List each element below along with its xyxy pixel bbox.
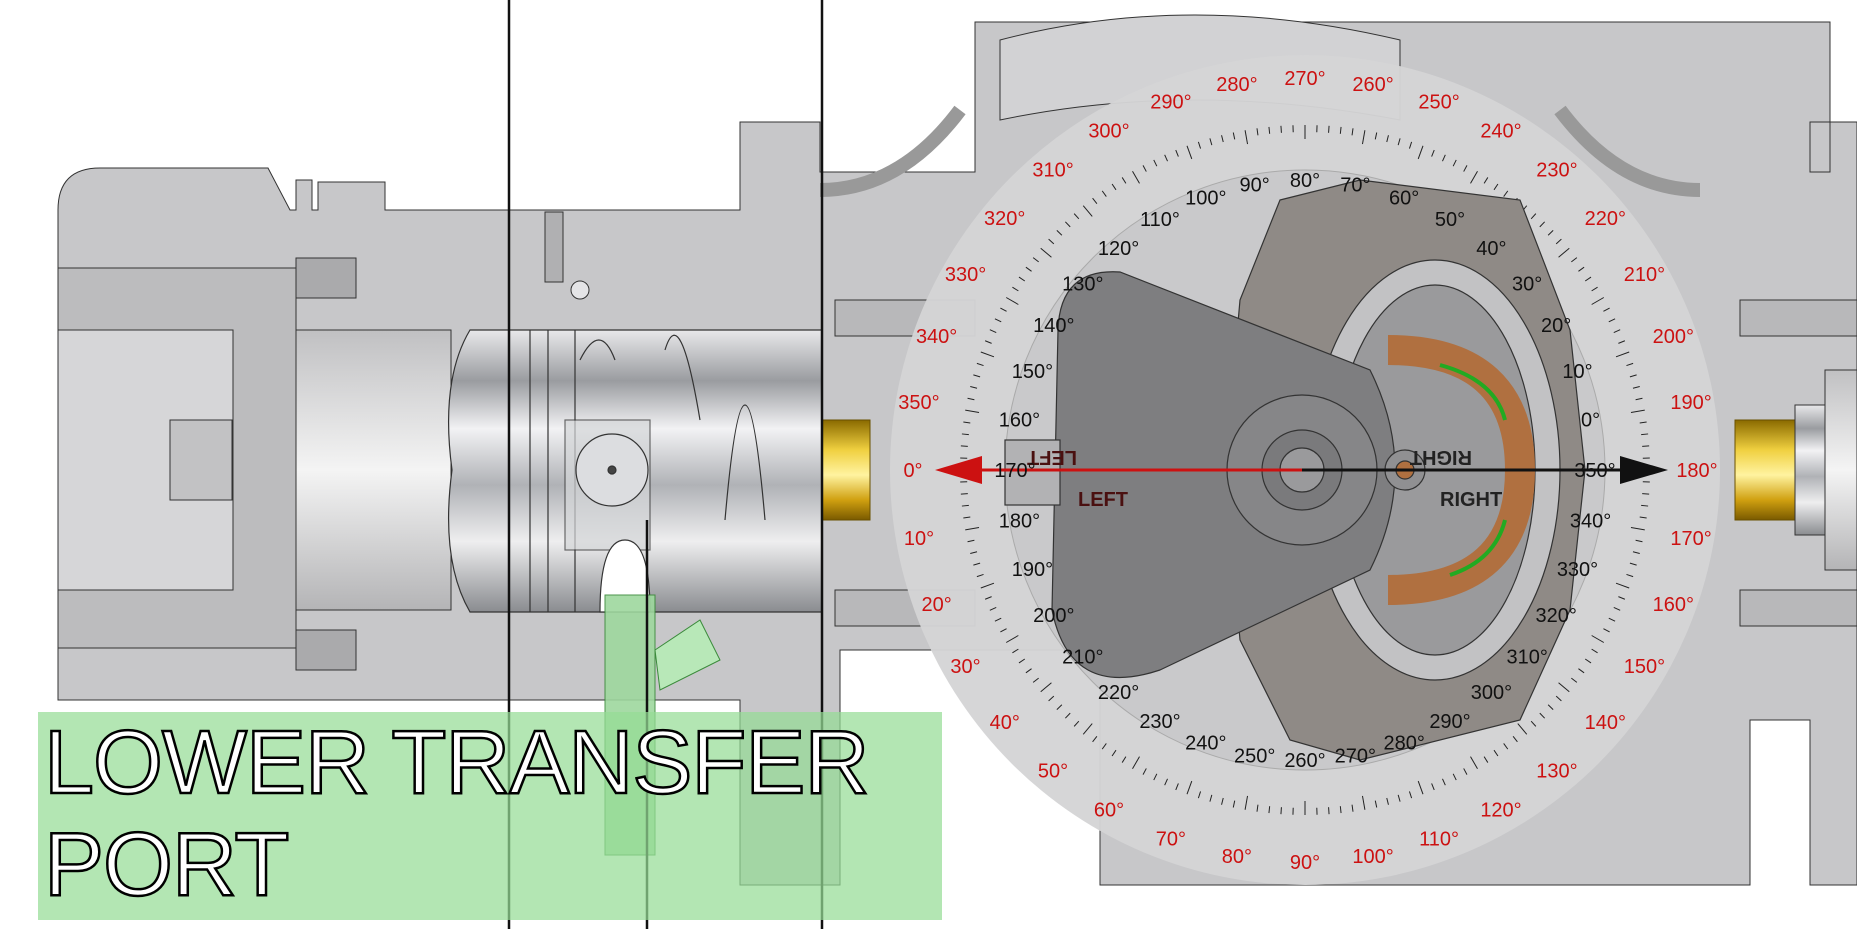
inner-degree-label: 160° xyxy=(999,410,1040,432)
inner-degree-label: 210° xyxy=(1062,646,1103,668)
inner-degree-label: 100° xyxy=(1185,187,1226,209)
outer-degree-label: 140° xyxy=(1585,712,1626,734)
inner-degree-label: 90° xyxy=(1240,174,1270,196)
inner-degree-label: 0° xyxy=(1581,410,1600,432)
outer-degree-label: 340° xyxy=(916,326,957,348)
inner-degree-label: 180° xyxy=(999,510,1040,532)
outer-degree-label: 100° xyxy=(1352,846,1393,868)
outer-degree-label: 0° xyxy=(903,460,922,482)
outer-degree-label: 350° xyxy=(898,392,939,414)
outer-degree-label: 300° xyxy=(1088,121,1129,143)
outer-degree-label: 280° xyxy=(1216,74,1257,96)
outer-degree-label: 20° xyxy=(922,594,952,616)
outer-degree-label: 180° xyxy=(1676,460,1717,482)
outer-degree-label: 330° xyxy=(945,264,986,286)
inner-degree-label: 10° xyxy=(1562,361,1592,383)
inner-degree-label: 40° xyxy=(1476,238,1506,260)
inner-degree-label: 70° xyxy=(1340,174,1370,196)
inner-degree-label: 220° xyxy=(1098,682,1139,704)
inner-degree-label: 80° xyxy=(1290,170,1320,192)
outer-degree-label: 200° xyxy=(1653,326,1694,348)
caption-line-1: LOWER TRANSFER xyxy=(44,712,868,814)
caption: LOWER TRANSFER PORT xyxy=(44,712,868,916)
outer-degree-label: 120° xyxy=(1480,799,1521,821)
brass-shaft-left xyxy=(822,420,870,520)
outer-degree-label: 80° xyxy=(1222,846,1252,868)
inner-degree-label: 270° xyxy=(1335,746,1376,768)
right-label-mirrored: RIGHT xyxy=(1410,446,1472,468)
inner-degree-label: 250° xyxy=(1234,746,1275,768)
outer-degree-label: 230° xyxy=(1536,160,1577,182)
inner-degree-label: 50° xyxy=(1435,209,1465,231)
outer-degree-label: 70° xyxy=(1156,828,1186,850)
outer-degree-label: 160° xyxy=(1653,594,1694,616)
outer-degree-label: 310° xyxy=(1032,160,1073,182)
caption-line-2: PORT xyxy=(44,814,868,916)
outer-degree-label: 210° xyxy=(1624,264,1665,286)
outer-degree-label: 240° xyxy=(1480,121,1521,143)
outer-degree-label: 10° xyxy=(904,528,934,550)
inner-degree-label: 30° xyxy=(1512,274,1542,296)
inner-degree-label: 200° xyxy=(1033,605,1074,627)
outer-degree-label: 40° xyxy=(990,712,1020,734)
outer-degree-label: 90° xyxy=(1290,852,1320,874)
inner-degree-label: 350° xyxy=(1574,460,1615,482)
outer-degree-label: 60° xyxy=(1094,799,1124,821)
inner-degree-label: 260° xyxy=(1284,750,1325,772)
piston xyxy=(449,330,822,612)
inner-degree-label: 300° xyxy=(1471,682,1512,704)
outer-degree-label: 290° xyxy=(1150,92,1191,114)
outer-degree-label: 190° xyxy=(1670,392,1711,414)
outer-degree-label: 170° xyxy=(1670,528,1711,550)
outer-degree-label: 270° xyxy=(1284,68,1325,90)
inner-degree-label: 130° xyxy=(1062,274,1103,296)
inner-degree-label: 340° xyxy=(1570,510,1611,532)
outer-degree-label: 30° xyxy=(950,656,980,678)
outer-degree-label: 50° xyxy=(1038,760,1068,782)
inner-degree-label: 20° xyxy=(1541,315,1571,337)
inner-degree-label: 140° xyxy=(1033,315,1074,337)
inner-degree-label: 290° xyxy=(1429,711,1470,733)
right-label: RIGHT xyxy=(1440,489,1502,511)
outer-degree-label: 150° xyxy=(1624,656,1665,678)
inner-degree-label: 280° xyxy=(1383,733,1424,755)
outer-degree-label: 250° xyxy=(1418,92,1459,114)
inner-degree-label: 240° xyxy=(1185,733,1226,755)
inner-degree-label: 170° xyxy=(994,460,1035,482)
inner-degree-label: 320° xyxy=(1535,605,1576,627)
outer-degree-label: 110° xyxy=(1419,828,1459,850)
inner-degree-label: 310° xyxy=(1506,646,1547,668)
inner-degree-label: 110° xyxy=(1140,209,1180,231)
inner-degree-label: 190° xyxy=(1012,559,1053,581)
outer-degree-label: 320° xyxy=(984,208,1025,230)
inner-degree-label: 230° xyxy=(1139,711,1180,733)
inner-degree-label: 330° xyxy=(1557,559,1598,581)
inner-degree-label: 120° xyxy=(1098,238,1139,260)
outer-degree-label: 260° xyxy=(1352,74,1393,96)
inner-degree-label: 60° xyxy=(1389,187,1419,209)
brass-shaft-right xyxy=(1735,420,1795,520)
shaft-end-right xyxy=(1825,370,1857,570)
outer-degree-label: 220° xyxy=(1585,208,1626,230)
inner-degree-label: 150° xyxy=(1012,361,1053,383)
outer-degree-label: 130° xyxy=(1536,760,1577,782)
shaft-collar-right xyxy=(1795,405,1825,535)
left-label: LEFT xyxy=(1078,489,1128,511)
